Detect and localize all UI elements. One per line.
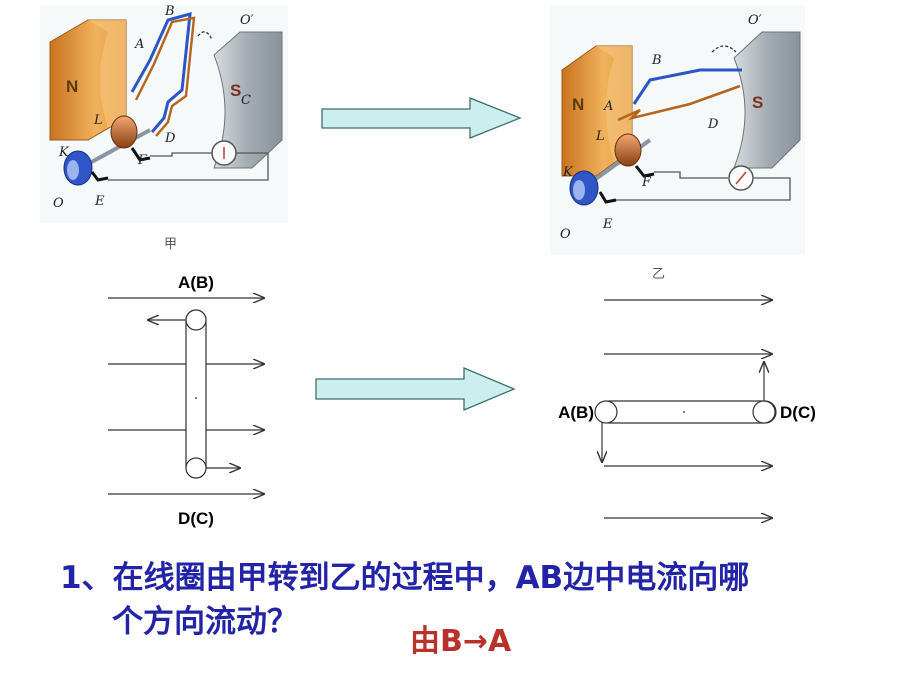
- label-l: L: [93, 113, 103, 128]
- label-b: B: [164, 4, 175, 19]
- brush-f: [634, 165, 655, 178]
- label-s: S: [752, 93, 763, 112]
- label-d: D: [164, 131, 176, 146]
- brush-f: [130, 147, 151, 162]
- label-o-prime: O′: [748, 13, 762, 28]
- coil-back: [134, 16, 196, 137]
- label-dc-right: D(C): [780, 403, 816, 422]
- question-text: 1、在线圈由甲转到乙的过程中，AB边中电流向哪 个方向流动？: [60, 556, 880, 644]
- label-n: N: [572, 95, 584, 114]
- conductor-ab: [594, 400, 618, 424]
- field-diagram-left: A(B) D(C): [108, 273, 264, 528]
- transition-arrow-middle: [315, 367, 516, 411]
- conductor-dc: [752, 400, 776, 424]
- coil-section: [597, 400, 777, 424]
- coil-front: [130, 11, 192, 133]
- generator-figure-yi: N S B O′ A L D K F O E 乙: [550, 5, 805, 281]
- coil-section: [185, 309, 207, 479]
- answer-text: 由B→A: [410, 624, 512, 659]
- label-f: F: [641, 175, 652, 190]
- external-circuit: [108, 152, 269, 181]
- label-a: A: [134, 37, 144, 52]
- label-o-prime: O′: [240, 13, 254, 28]
- south-magnet: S: [733, 31, 801, 169]
- caption-yi: 乙: [652, 266, 665, 281]
- label-ab-top: A(B): [178, 273, 214, 292]
- brush-e: [90, 171, 109, 182]
- caption-jia: 甲: [164, 236, 177, 251]
- generator-figure-jia: N S B O′ A C L D K: [40, 4, 288, 251]
- coil-back: [617, 84, 741, 122]
- label-b: B: [651, 53, 662, 68]
- slip-ring-l: [614, 133, 642, 167]
- north-magnet: N: [561, 45, 633, 177]
- label-n: N: [66, 77, 78, 96]
- coil-front: [632, 68, 742, 105]
- label-ab-left: A(B): [558, 403, 594, 422]
- field-diagram-right: A(B) D(C): [558, 300, 816, 518]
- label-o: O: [53, 196, 64, 211]
- rotation-arrow: [711, 45, 737, 53]
- label-s: S: [230, 81, 241, 100]
- question-line-2: 个方向流动？: [112, 604, 298, 640]
- south-magnet: S: [213, 31, 283, 169]
- label-k: K: [58, 145, 70, 160]
- question-line-1: 1、在线圈由甲转到乙的过程中，AB边中电流向哪: [60, 560, 750, 596]
- conductor-dc: [185, 457, 207, 479]
- brush-e: [598, 191, 617, 204]
- slip-ring-l: [110, 115, 138, 149]
- rotation-arrow: [197, 31, 213, 41]
- transition-arrow-top: [321, 97, 522, 139]
- label-f: F: [137, 153, 148, 168]
- conductor-ab: [185, 309, 207, 331]
- label-a: A: [603, 99, 613, 114]
- label-e: E: [94, 194, 105, 209]
- label-c: C: [241, 93, 251, 108]
- label-e: E: [602, 217, 613, 232]
- label-o: O: [560, 227, 571, 242]
- label-d: D: [707, 117, 719, 132]
- label-dc-bottom: D(C): [178, 509, 214, 528]
- external-circuit: [616, 177, 791, 201]
- label-k: K: [562, 165, 574, 180]
- label-l: L: [595, 129, 605, 144]
